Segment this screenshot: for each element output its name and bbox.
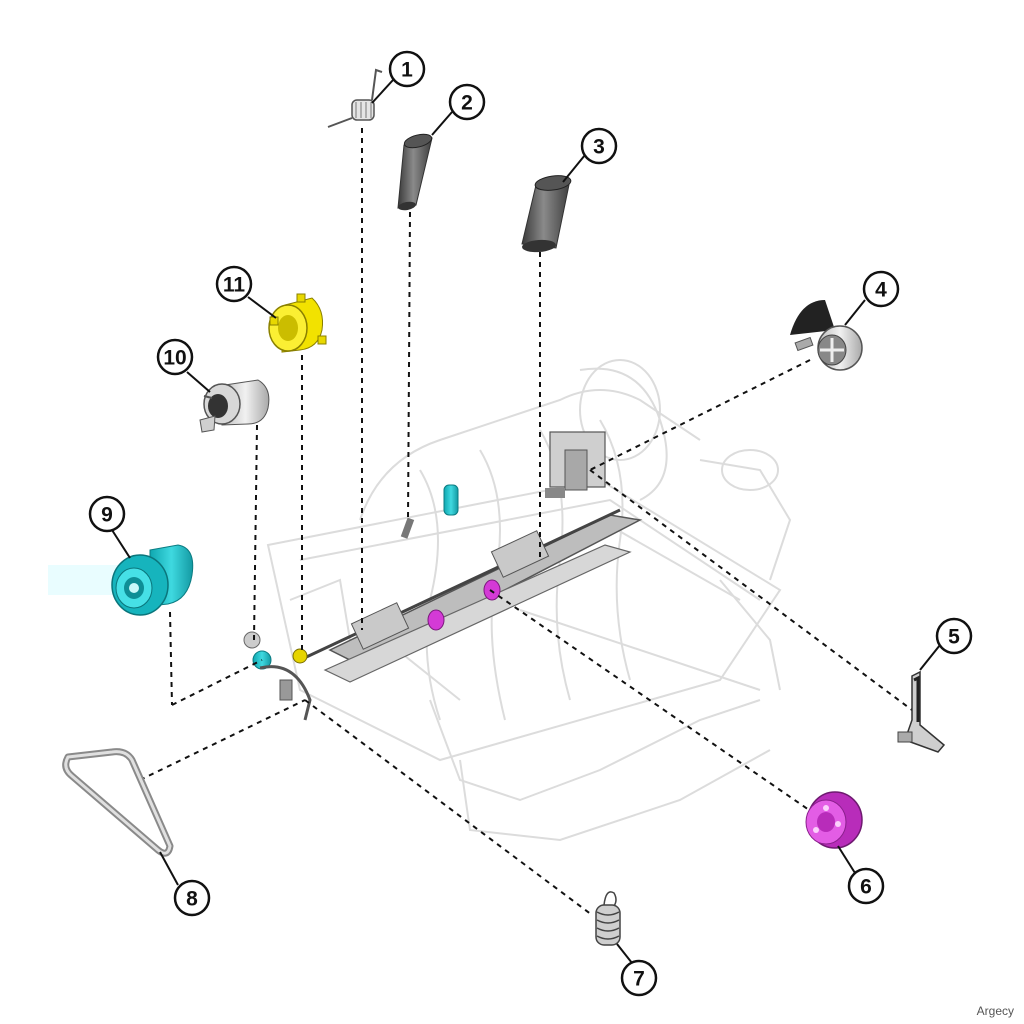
callout-badges: 1 2 3 4 5 6 7 8 (88, 50, 973, 997)
part-7-coil-spring (595, 891, 621, 946)
svg-text:2: 2 (461, 92, 473, 115)
part-3-roller-tube (521, 175, 572, 253)
callout-2: 2 (448, 83, 486, 121)
svg-text:5: 5 (948, 626, 960, 649)
part-4-gear-shield (790, 300, 863, 371)
callout-7: 7 (620, 959, 658, 997)
callout-11: 11 (215, 265, 253, 303)
svg-text:7: 7 (633, 968, 645, 991)
part-6-magenta-gear[interactable] (805, 791, 863, 849)
callout-1: 1 (388, 50, 426, 88)
part-2-roller-tube (397, 133, 433, 211)
part-8-drive-belt (62, 748, 174, 857)
callout-10: 10 (156, 338, 194, 376)
ghost-assembly (266, 359, 792, 842)
part-10-gray-gear (199, 379, 270, 433)
callout-6: 6 (847, 867, 885, 905)
watermark-text: Argecy (976, 1004, 1014, 1018)
callout-5: 5 (935, 617, 973, 655)
callout-8: 8 (173, 879, 211, 917)
callout-3: 3 (580, 127, 618, 165)
svg-text:8: 8 (186, 888, 198, 911)
svg-text:4: 4 (875, 279, 887, 302)
svg-text:1: 1 (401, 59, 413, 82)
part-1-torsion-spring (327, 68, 383, 128)
center-shaft-assembly (243, 431, 643, 721)
svg-text:3: 3 (593, 136, 605, 159)
part-11-yellow-coupling[interactable] (268, 293, 327, 353)
svg-text:10: 10 (163, 347, 186, 370)
leader-lines (139, 128, 913, 916)
svg-text:9: 9 (101, 504, 113, 527)
svg-text:6: 6 (860, 876, 872, 899)
part-9-cyan-gear[interactable] (48, 544, 194, 616)
callout-leaders (111, 79, 941, 964)
callout-9: 9 (88, 495, 126, 533)
callout-4: 4 (862, 270, 900, 308)
part-5-lever-bracket (897, 670, 946, 753)
svg-text:11: 11 (223, 274, 246, 297)
